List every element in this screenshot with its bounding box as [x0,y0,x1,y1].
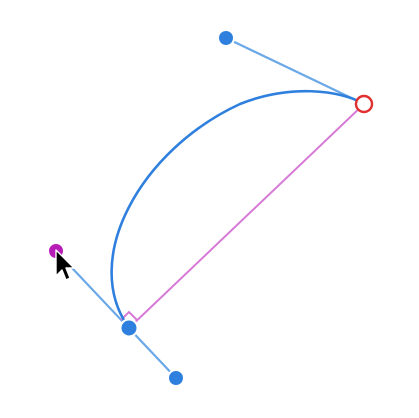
anchor-point-end[interactable] [354,94,374,114]
control-handle-line-bottom [54,249,178,380]
bezier-curve-path[interactable] [110,89,366,330]
control-handle-line-top [224,36,366,106]
control-point-bottom[interactable] [167,369,185,387]
perpendicular-guide-line [128,103,365,329]
anchor-point-start[interactable] [119,318,139,338]
control-point-top[interactable] [217,29,235,47]
arrow-cursor-icon [55,249,75,281]
